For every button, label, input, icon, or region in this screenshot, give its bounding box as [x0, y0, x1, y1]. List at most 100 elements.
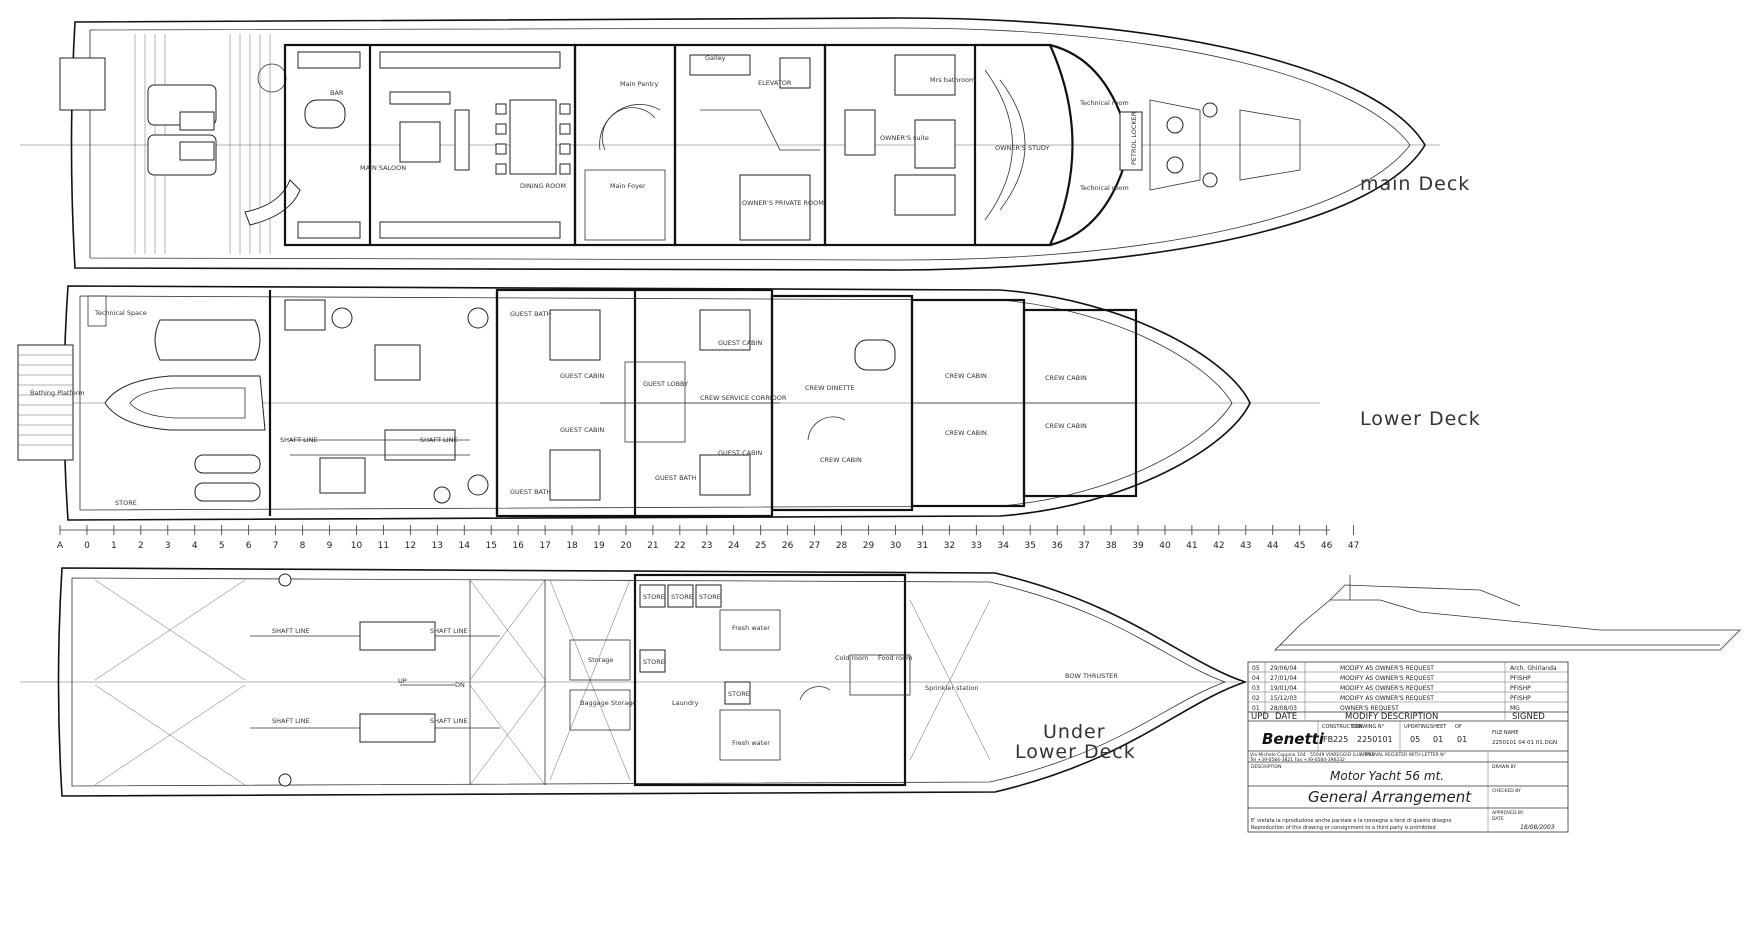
label-shaft-line-2: SHAFT LINE — [430, 627, 468, 635]
room-technical-space: Technical Space — [94, 309, 147, 317]
yacht-name: Motor Yacht 56 mt. — [1330, 769, 1444, 783]
frame-label: 42 — [1213, 541, 1224, 551]
room-food-room: Food room — [878, 654, 912, 662]
label-up: UP — [398, 677, 407, 685]
construction-label: CONSTRUCTION — [1322, 724, 1362, 730]
benetti-logo: Benetti — [1262, 730, 1325, 748]
frame-label: 35 — [1024, 541, 1035, 551]
room-dining-room: DINING ROOM — [520, 182, 566, 190]
under-deck-room-labels: SHAFT LINE SHAFT LINE SHAFT LINE SHAFT L… — [272, 593, 1118, 747]
revision-n: 01 — [1252, 705, 1260, 712]
room-bathing-platform: Bathing Platform — [30, 389, 85, 397]
room-guest-bath-3: GUEST BATH — [655, 474, 696, 482]
date-label: DATE — [1492, 816, 1504, 822]
frame-label: 22 — [674, 541, 685, 551]
room-crew-cabin-3: CREW CABIN — [945, 429, 987, 437]
revision-desc: MODIFY AS OWNER'S REQUEST — [1340, 685, 1434, 692]
frame-label: 30 — [890, 541, 902, 551]
frame-label: 34 — [998, 541, 1010, 551]
frame-label: 27 — [809, 541, 820, 551]
frame-label: 36 — [1051, 541, 1063, 551]
room-cold-room: Cold room — [835, 654, 868, 662]
room-guest-cabin-2: GUEST CABIN — [560, 426, 604, 434]
frame-label: 21 — [647, 541, 658, 551]
room-technical-lower: Technical room — [1079, 184, 1129, 192]
room-store-3: STORE — [699, 593, 721, 601]
updating-label: UPDATING — [1404, 724, 1430, 730]
label-shaft-line-port: SHAFT LINE — [280, 436, 318, 444]
approval-register: APPROVAL REGISTER WITH LETTER N° — [1360, 752, 1446, 758]
revision-signed: PFISHP — [1510, 695, 1531, 702]
revision-date: 29/06/04 — [1270, 665, 1297, 672]
label-shaft-line-1: SHAFT LINE — [272, 627, 310, 635]
of-value: 01 — [1457, 735, 1467, 744]
label-bow-thruster: BOW THRUSTER — [1065, 672, 1118, 680]
label-shaft-line-4: SHAFT LINE — [430, 717, 468, 725]
under-lower-deck-plan: Under Lower Deck SHAFT LINE SHAFT LINE S… — [20, 567, 1248, 797]
room-store-4: STORE — [643, 658, 665, 666]
room-store-1: STORE — [643, 593, 665, 601]
revision-date: 19/01/04 — [1270, 685, 1297, 692]
revision-n: 03 — [1252, 685, 1260, 692]
frame-label: A — [57, 541, 64, 551]
label-shaft-line-stbd: SHAFT LINE — [420, 436, 458, 444]
main-deck-room-labels: BAR MAIN SALOON DINING ROOM Main Pantry … — [330, 54, 1138, 207]
file-name-label: FILE NAME — [1492, 730, 1519, 736]
frame-label: 25 — [755, 541, 766, 551]
room-fresh-water-1: Fresh water — [732, 624, 770, 632]
room-galley: Galley — [705, 54, 726, 62]
frame-label: 13 — [432, 541, 443, 551]
frame-label: 26 — [782, 541, 794, 551]
frame-label: 33 — [971, 541, 982, 551]
revision-desc: MODIFY AS OWNER'S REQUEST — [1340, 665, 1434, 672]
room-petrol-locker: PETROL LOCKER — [1130, 111, 1138, 165]
sheet-value: 01 — [1433, 735, 1443, 744]
frame-label: 19 — [593, 541, 605, 551]
construction-value: FB225 — [1323, 735, 1348, 744]
room-store-aft: STORE — [115, 499, 137, 507]
frame-label: 39 — [1132, 541, 1144, 551]
room-main-pantry: Main Pantry — [620, 80, 659, 88]
frame-label: 4 — [192, 541, 198, 551]
yacht-profile-sketch — [1274, 575, 1741, 651]
drawing-date: 18/08/2003 — [1520, 824, 1555, 831]
frame-label: 3 — [165, 541, 171, 551]
file-name-value: 2250101 04 01 01.DGN — [1492, 740, 1557, 746]
frame-label: 45 — [1294, 541, 1305, 551]
frame-label: 44 — [1267, 541, 1279, 551]
room-owners-study: OWNER'S STUDY — [995, 144, 1050, 152]
label-dn: DN — [455, 681, 465, 689]
room-crew-dinette: CREW DINETTE — [805, 384, 854, 392]
drawing-value: 2250101 — [1357, 735, 1393, 744]
updating-value: 05 — [1410, 735, 1420, 744]
frame-label: 32 — [944, 541, 955, 551]
room-laundry: Laundry — [672, 699, 699, 707]
revision-n: 05 — [1252, 665, 1260, 672]
revision-n: 02 — [1252, 695, 1260, 702]
drawing-label: DRAWING N° — [1352, 724, 1385, 730]
room-baggage-storage: Baggage Storage — [580, 699, 636, 707]
room-owners-private: OWNER'S PRIVATE ROOM — [742, 199, 824, 207]
frame-label: 18 — [566, 541, 578, 551]
frame-label: 29 — [863, 541, 875, 551]
label-shaft-line-3: SHAFT LINE — [272, 717, 310, 725]
frame-label: 5 — [219, 541, 225, 551]
revision-date: 15/12/03 — [1270, 695, 1297, 702]
room-technical-upper: Technical room — [1079, 99, 1129, 107]
col-date: DATE — [1275, 712, 1297, 722]
revision-desc: OWNER'S REQUEST — [1340, 705, 1399, 712]
drawing-subject: General Arrangement — [1308, 788, 1472, 806]
room-bar: BAR — [330, 89, 344, 97]
room-store-2: STORE — [671, 593, 693, 601]
room-owners-suite: OWNER'S suite — [880, 134, 929, 142]
frame-label: 11 — [378, 541, 389, 551]
room-sprinkler-station: Sprinkler station — [925, 684, 979, 692]
frame-label: 23 — [701, 541, 712, 551]
room-fresh-water-2: Fresh water — [732, 739, 770, 747]
revision-signed: PFISHP — [1510, 685, 1531, 692]
frame-label: 16 — [512, 541, 524, 551]
room-store-5: STORE — [728, 690, 750, 698]
room-guest-cabin-4: GUEST CABIN — [718, 449, 762, 457]
